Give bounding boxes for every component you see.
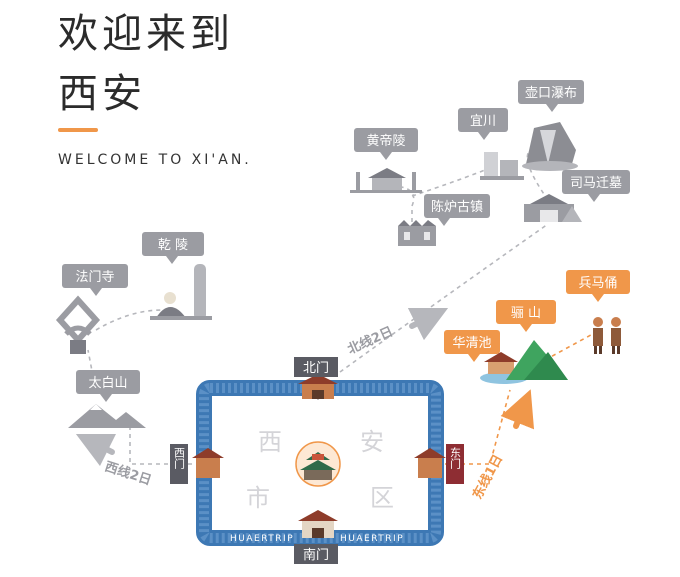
north-gate-icon — [298, 374, 338, 399]
wall-text-top-left: HUAERTRIP — [230, 396, 294, 406]
svg-text:北门: 北门 — [303, 361, 329, 376]
east-route-label: 东线1日 — [469, 389, 535, 502]
svg-text:乾 陵: 乾 陵 — [158, 238, 188, 253]
spot-terracotta-warriors: 兵马俑 — [566, 270, 630, 302]
spot-hukou-waterfall: 壶口瀑布 — [518, 80, 584, 112]
svg-text:北线2日: 北线2日 — [345, 323, 395, 357]
page-subtitle: WELCOME TO XI'AN. — [58, 152, 252, 168]
spot-taibai-mountain: 太白山 — [76, 370, 140, 402]
svg-text:陈炉古镇: 陈炉古镇 — [431, 199, 483, 215]
west-gate-label: 西门 — [170, 444, 188, 484]
spot-yichuan: 宜川 — [458, 108, 508, 140]
west-route-label: 西线2日 — [75, 433, 154, 489]
north-route-label: 北线2日 — [345, 307, 449, 358]
chenlu-town-icon — [398, 220, 436, 246]
spot-famen-temple: 法门寺 — [62, 264, 128, 296]
page-title-line2: 西安 — [58, 71, 146, 117]
svg-text:骊 山: 骊 山 — [511, 306, 541, 321]
north-route-line-3 — [389, 185, 415, 230]
svg-text:东线1日: 东线1日 — [469, 452, 506, 502]
lishan-icon — [506, 340, 568, 380]
west-gate-icon — [192, 448, 224, 478]
svg-text:华清池: 华清池 — [452, 336, 491, 351]
spot-lishan: 骊 山 — [496, 300, 556, 332]
wall-text-top-right: HUAERTRIP — [340, 396, 404, 406]
east-route-line-2 — [544, 329, 601, 361]
svg-text:宜川: 宜川 — [470, 114, 496, 129]
qianling-icon — [150, 264, 212, 320]
svg-text:西门: 西门 — [173, 447, 186, 470]
svg-text:东门: 东门 — [449, 447, 462, 470]
district-char-1: 西 — [258, 428, 282, 456]
district-char-4: 区 — [370, 484, 394, 512]
wall-text-bottom-right: HUAERTRIP — [340, 534, 404, 544]
taibai-mountain-icon — [68, 404, 146, 428]
east-gate-label: 东门 — [446, 444, 464, 484]
west-route-line-2 — [87, 349, 97, 393]
spot-huangdi-mausoleum: 黄帝陵 — [354, 128, 418, 160]
west-route-line — [129, 420, 200, 465]
north-gate-label: 北门 — [294, 357, 338, 377]
spot-huaqing-pool: 华清池 — [444, 330, 500, 362]
district-char-3: 市 — [246, 484, 270, 512]
accent-bar — [58, 128, 98, 132]
district-char-2: 安 — [360, 428, 384, 456]
south-gate-icon — [298, 510, 338, 538]
east-gate-icon — [414, 448, 446, 478]
svg-text:壶口瀑布: 壶口瀑布 — [525, 86, 577, 101]
huangdi-mausoleum-icon — [350, 168, 422, 193]
north-route-line-4 — [411, 167, 491, 197]
yichuan-icon — [480, 152, 524, 180]
south-gate-label: 南门 — [294, 544, 338, 564]
huaqing-pool-icon — [480, 352, 528, 384]
famen-temple-icon — [55, 295, 101, 354]
svg-text:司马迁墓: 司马迁墓 — [570, 176, 622, 191]
bell-tower-icon — [295, 441, 341, 487]
terracotta-warriors-icon — [593, 317, 621, 354]
hukou-waterfall-icon — [522, 122, 578, 171]
svg-text:南门: 南门 — [303, 547, 329, 563]
svg-text:西线2日: 西线2日 — [103, 459, 154, 489]
svg-text:兵马俑: 兵马俑 — [578, 276, 617, 291]
spot-qianling: 乾 陵 — [142, 232, 204, 264]
spot-chenlu-town: 陈炉古镇 — [424, 194, 490, 226]
spot-simaqian-tomb: 司马迁墓 — [562, 170, 630, 202]
svg-text:黄帝陵: 黄帝陵 — [366, 133, 405, 149]
simaqian-tomb-icon — [524, 194, 582, 222]
page-title-line1: 欢迎来到 — [58, 11, 234, 57]
svg-text:法门寺: 法门寺 — [75, 270, 114, 285]
svg-text:太白山: 太白山 — [88, 375, 127, 391]
wall-text-bottom-left: HUAERTRIP — [230, 534, 294, 544]
